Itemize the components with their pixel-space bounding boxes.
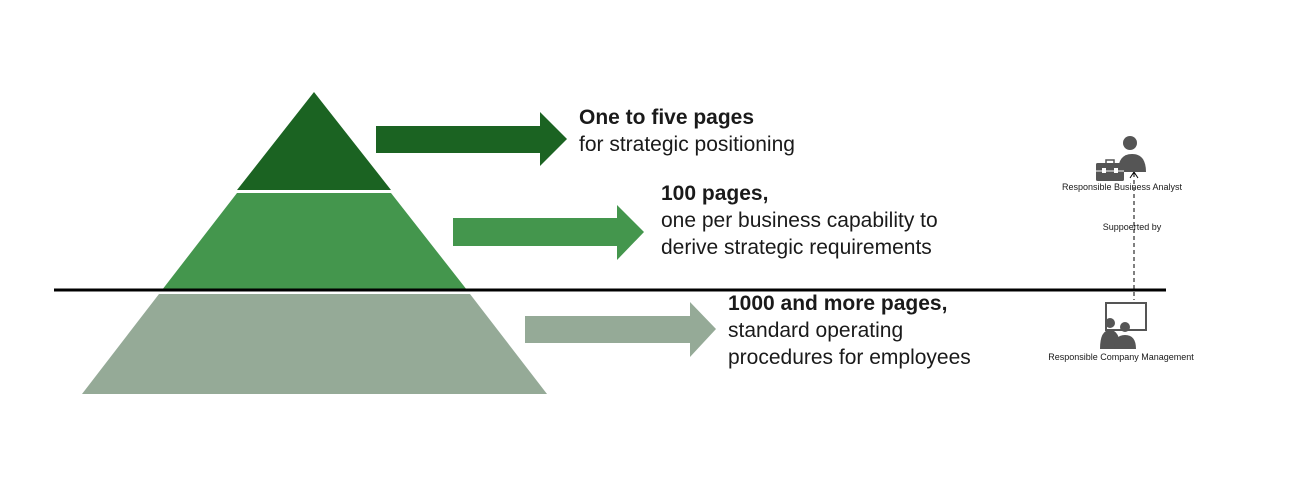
tier-bottom-heading: 1000 and more pages, xyxy=(728,292,948,315)
pyramid-tier-top xyxy=(237,92,391,190)
tier-middle-heading: 100 pages, xyxy=(661,182,769,205)
arrow-tier-top xyxy=(376,112,567,166)
pyramid-tier-middle xyxy=(162,193,467,290)
management-role-label: Responsible Company Management xyxy=(1048,352,1194,362)
analyst-role-label: Responsible Business Analyst xyxy=(1061,182,1183,192)
pyramid-tier-bottom xyxy=(82,294,547,394)
tier-top-description: One to five pages for strategic position… xyxy=(579,104,795,158)
arrow-tier-middle xyxy=(453,205,644,260)
tier-bottom-line-1: standard operating xyxy=(728,319,904,342)
tier-bottom-line-2: procedures for employees xyxy=(728,346,971,369)
business-analyst-icon xyxy=(1096,136,1146,181)
tier-bottom-description: 1000 and more pages, standard operating … xyxy=(728,290,971,371)
tier-middle-line-2: derive strategic requirements xyxy=(661,236,932,259)
presentation-management-icon xyxy=(1100,302,1147,349)
arrow-tier-bottom xyxy=(525,302,716,357)
tier-top-heading: One to five pages xyxy=(579,106,755,129)
support-relation-label: Suppoerted by xyxy=(1102,222,1162,232)
tier-top-line-1: for strategic positioning xyxy=(579,133,795,156)
tier-middle-description: 100 pages, one per business capability t… xyxy=(661,180,938,261)
tier-middle-line-1: one per business capability to xyxy=(661,209,938,232)
